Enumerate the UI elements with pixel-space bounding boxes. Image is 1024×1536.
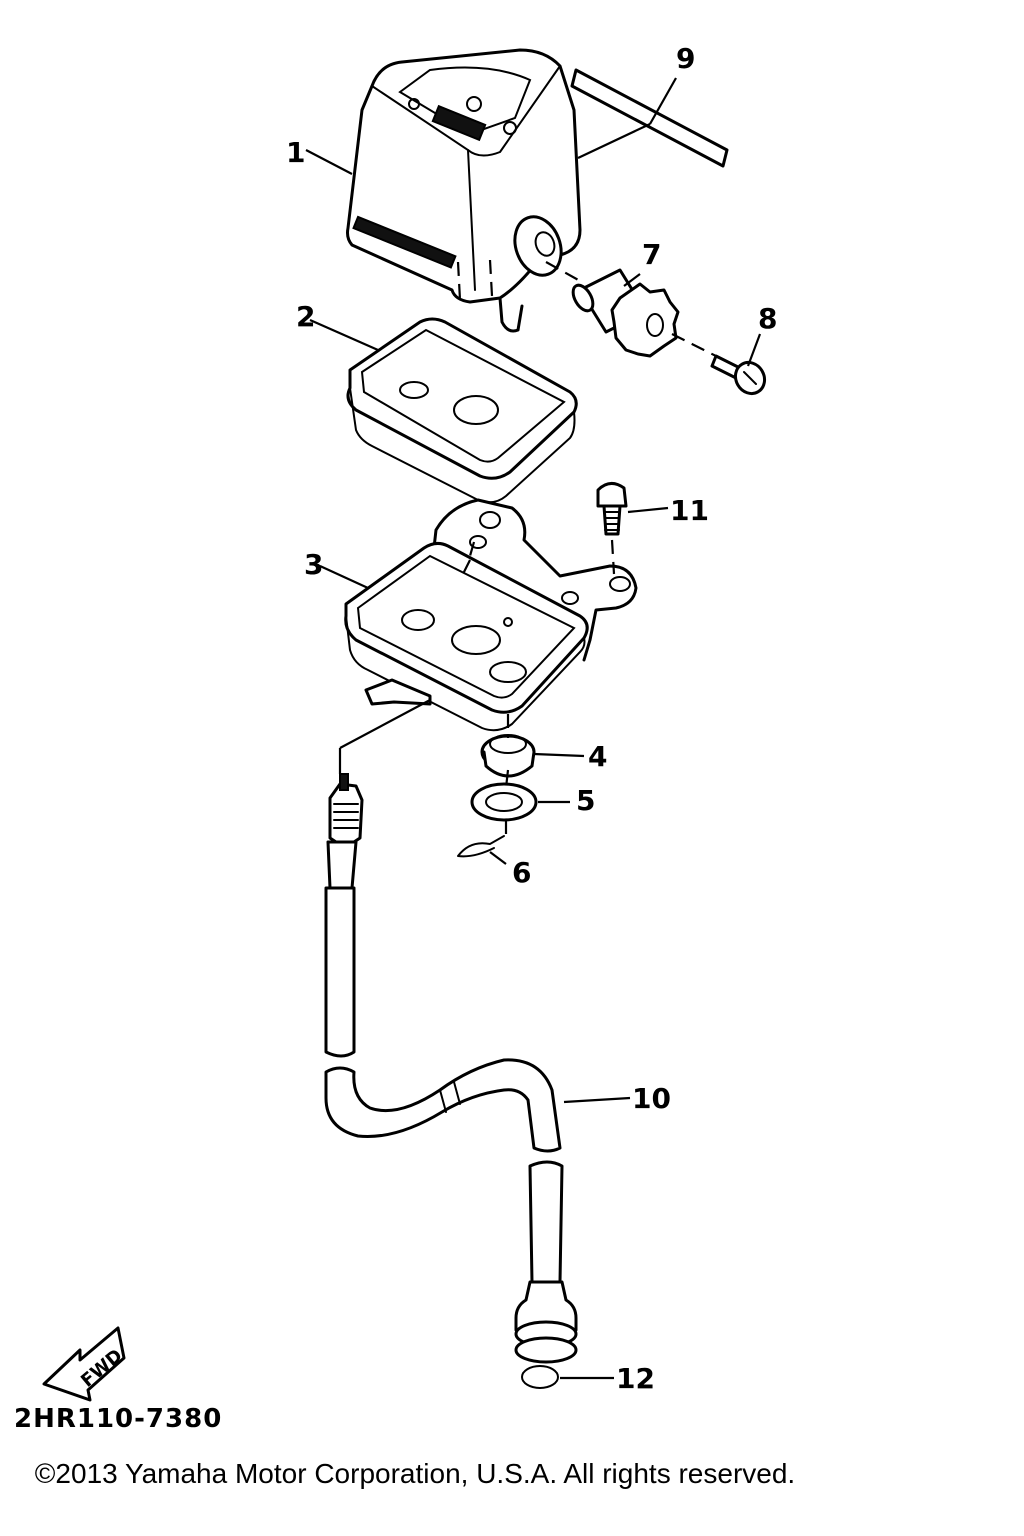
callout-1: 1: [286, 136, 305, 169]
callout-2: 2: [296, 300, 315, 333]
part-6-clip: [457, 835, 505, 858]
callout-8: 8: [758, 302, 777, 335]
part-5-washer: [470, 782, 538, 822]
callout-11: 11: [670, 494, 709, 527]
leader-lines: [305, 77, 762, 1380]
callout-3: 3: [304, 548, 323, 581]
part-9-strip: [570, 68, 729, 168]
callout-10: 10: [632, 1082, 671, 1115]
part-2-cushion: [346, 317, 578, 504]
copyright-notice: ©2013 Yamaha Motor Corporation, U.S.A. A…: [34, 1458, 796, 1489]
callout-6: 6: [512, 856, 531, 889]
callout-12: 12: [616, 1362, 655, 1395]
alignment-lines: [338, 261, 717, 838]
callout-4: 4: [588, 740, 607, 773]
part-4-grommet: [480, 734, 536, 778]
part-7-drive-gear: [571, 268, 680, 358]
part-10-cable: [324, 773, 578, 1364]
callout-5: 5: [576, 784, 595, 817]
diagram-code: 2HR110-7380: [14, 1404, 223, 1434]
part-1-meter-housing: [346, 48, 582, 333]
fwd-arrow-icon: FWD: [42, 1326, 127, 1402]
callout-7: 7: [642, 238, 661, 271]
callout-9: 9: [676, 42, 695, 75]
part-11-bolt: [596, 482, 628, 536]
part-12-o-ring: [521, 1365, 559, 1389]
part-8-screw: [710, 354, 767, 396]
part-3-bracket: [344, 498, 638, 732]
